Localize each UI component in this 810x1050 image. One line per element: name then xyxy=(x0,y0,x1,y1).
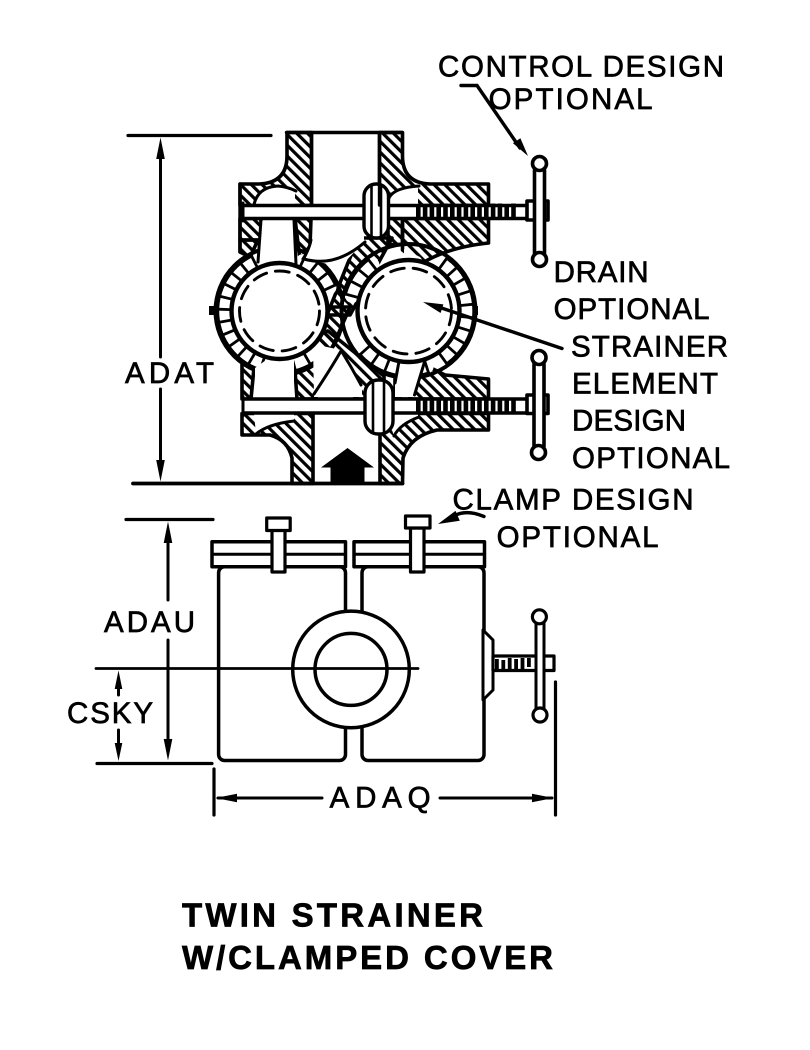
svg-text:CONTROL DESIGN: CONTROL DESIGN xyxy=(438,51,724,84)
svg-text:ADAU: ADAU xyxy=(104,606,195,639)
svg-text:OPTIONAL: OPTIONAL xyxy=(489,83,653,116)
svg-text:OPTIONAL: OPTIONAL xyxy=(572,442,730,475)
svg-text:DESIGN: DESIGN xyxy=(572,405,686,438)
svg-text:OPTIONAL: OPTIONAL xyxy=(497,521,659,554)
svg-text:TWIN STRAINER: TWIN STRAINER xyxy=(182,897,483,934)
svg-text:W/CLAMPED COVER: W/CLAMPED COVER xyxy=(182,939,553,976)
svg-text:ADAQ: ADAQ xyxy=(330,782,431,815)
svg-text:STRAINER: STRAINER xyxy=(571,331,728,364)
svg-text:ADAT: ADAT xyxy=(125,357,214,390)
svg-text:ELEMENT: ELEMENT xyxy=(572,368,718,401)
svg-text:CLAMP DESIGN: CLAMP DESIGN xyxy=(453,484,694,517)
svg-text:DRAIN: DRAIN xyxy=(554,256,649,289)
svg-text:OPTIONAL: OPTIONAL xyxy=(554,293,710,326)
svg-text:CSKY: CSKY xyxy=(67,697,153,730)
